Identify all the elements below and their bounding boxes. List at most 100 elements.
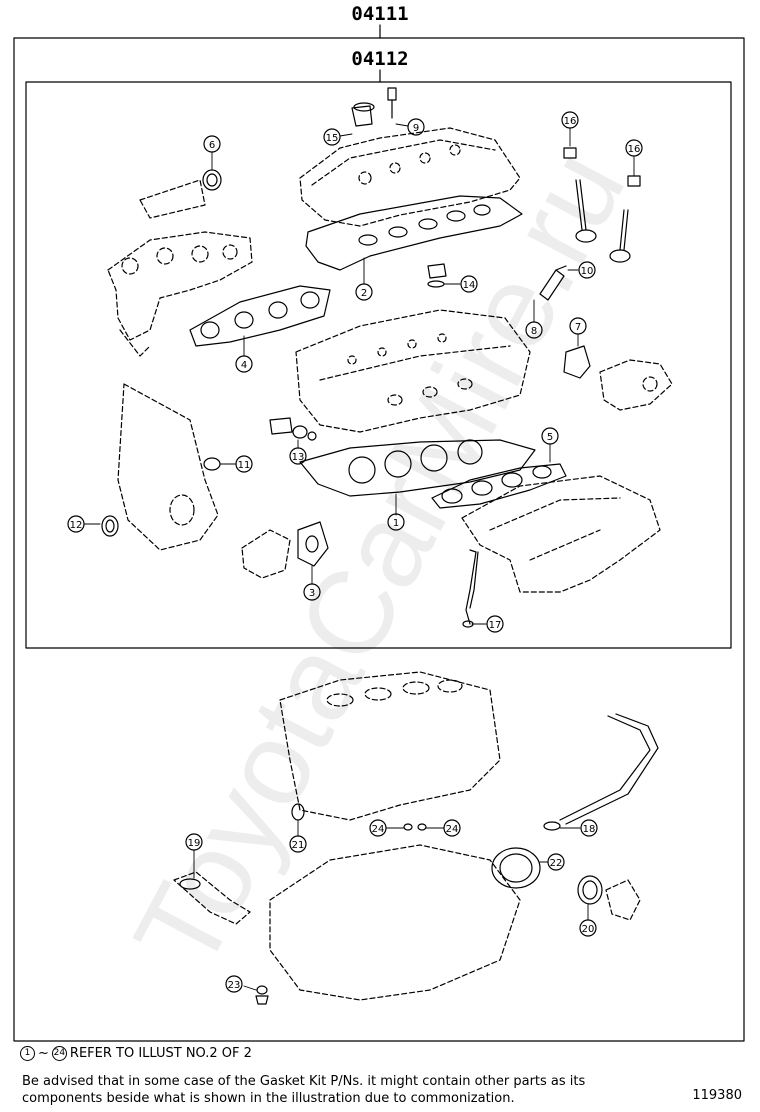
head-cover-gasket — [305, 195, 523, 271]
callout-20: 20 — [579, 919, 597, 937]
intake-manifold — [461, 475, 661, 593]
illustration-number: 119380 — [692, 1088, 742, 1103]
crankshaft-front-seal — [101, 515, 119, 537]
cylinder-block — [279, 671, 501, 821]
kit-frames — [13, 24, 745, 1042]
svg-text:17: 17 — [489, 620, 502, 631]
svg-text:20: 20 — [582, 924, 595, 935]
callout-16-left: 16 — [561, 111, 579, 129]
oil-level-gauge-guide — [462, 549, 479, 628]
svg-text:1: 1 — [393, 518, 399, 529]
svg-text:21: 21 — [292, 840, 305, 851]
water-bypass-pipe — [543, 713, 659, 831]
cylinder-block-o-ring — [291, 803, 305, 821]
valve-left — [575, 179, 597, 243]
callout-1: 1 — [387, 513, 405, 531]
svg-text:19: 19 — [188, 838, 201, 849]
cylinder-head — [295, 309, 531, 433]
inner-kit-number: 04112 — [351, 48, 408, 70]
inner-kit-frame — [25, 81, 732, 649]
svg-text:24: 24 — [446, 824, 459, 835]
callout-17: 17 — [486, 615, 504, 633]
svg-text:18: 18 — [583, 824, 596, 835]
svg-text:8: 8 — [531, 326, 537, 337]
oil-pan — [269, 844, 521, 1001]
svg-text:2: 2 — [361, 288, 367, 299]
callout-23: 23 — [225, 975, 243, 993]
svg-text:5: 5 — [547, 432, 553, 443]
callout-2: 2 — [355, 283, 373, 301]
callout-leaders — [83, 123, 635, 991]
callouts: 1 2 3 4 5 6 7 8 9 10 11 12 13 14 15 16 1… — [67, 111, 643, 993]
svg-text:11: 11 — [238, 460, 251, 471]
ref-separator: ~ — [38, 1046, 49, 1061]
svg-text:23: 23 — [228, 980, 241, 991]
svg-text:13: 13 — [292, 452, 305, 463]
svg-text:9: 9 — [413, 123, 419, 134]
callout-21: 21 — [289, 835, 307, 853]
camshaft-housing-plug — [269, 417, 317, 441]
callout-16-right: 16 — [625, 139, 643, 157]
svg-text:16: 16 — [564, 116, 577, 127]
oil-strainer-gasket — [179, 878, 201, 890]
callout-5: 5 — [541, 427, 559, 445]
injector — [539, 265, 567, 301]
cover-bolt — [387, 87, 397, 119]
small-o-rings — [403, 823, 427, 831]
callout-6: 6 — [203, 135, 221, 153]
exhaust-manifold-gasket — [189, 285, 331, 347]
callout-3: 3 — [303, 583, 321, 601]
svg-text:24: 24 — [372, 824, 385, 835]
plug-tube-gasket — [427, 263, 447, 288]
outer-kit-number: 04111 — [351, 3, 408, 25]
callout-19: 19 — [185, 833, 203, 851]
water-outlet — [599, 359, 673, 411]
svg-text:16: 16 — [628, 144, 641, 155]
exhaust-manifold — [107, 179, 253, 357]
advisory-note: Be advised that in some case of the Gask… — [22, 1074, 586, 1106]
callout-9: 9 — [407, 118, 425, 136]
oil-strainer — [173, 871, 251, 925]
timing-chain-cover — [117, 383, 219, 551]
timing-cover-o-ring — [203, 457, 221, 471]
valve-stem-seal-left — [563, 147, 577, 159]
oil-filter-bracket — [605, 879, 641, 921]
valve-right — [609, 209, 631, 263]
water-outlet-gasket — [563, 345, 591, 379]
outer-kit-frame — [13, 37, 745, 1042]
svg-text:12: 12 — [70, 520, 83, 531]
cylinder-head-cover — [299, 127, 521, 227]
callout-24-left: 24 — [369, 819, 387, 837]
water-pump-gasket — [297, 521, 329, 567]
cylinder-head-gasket — [299, 439, 536, 497]
callout-22: 22 — [547, 853, 565, 871]
svg-text:3: 3 — [309, 588, 315, 599]
callout-24-right: 24 — [443, 819, 461, 837]
oil-filler-cap — [351, 102, 375, 127]
rear-oil-seal — [491, 847, 541, 889]
ref-start-callout: 1 — [20, 1046, 35, 1061]
oil-pan-drain-gasket — [255, 985, 269, 1005]
callout-7: 7 — [569, 317, 587, 335]
callout-15: 15 — [323, 128, 341, 146]
svg-text:7: 7 — [575, 322, 581, 333]
svg-text:6: 6 — [209, 140, 215, 151]
valve-stem-seal-right — [627, 175, 641, 187]
water-pump — [241, 529, 291, 579]
reference-note: 1 ~ 24 REFER TO ILLUST NO.2 OF 2 — [20, 1045, 252, 1062]
svg-text:14: 14 — [463, 280, 476, 291]
svg-text:15: 15 — [326, 133, 339, 144]
svg-text:4: 4 — [241, 360, 247, 371]
intake-manifold-gasket — [431, 463, 567, 509]
callout-11: 11 — [235, 455, 253, 473]
svg-text:10: 10 — [581, 266, 594, 277]
callout-13: 13 — [289, 447, 307, 465]
callout-8: 8 — [525, 321, 543, 339]
ref-text: REFER TO ILLUST NO.2 OF 2 — [69, 1046, 252, 1061]
callout-14: 14 — [460, 275, 478, 293]
ref-end-callout: 24 — [51, 1046, 67, 1061]
callout-12: 12 — [67, 515, 85, 533]
callout-4: 4 — [235, 355, 253, 373]
svg-text:22: 22 — [550, 858, 563, 869]
